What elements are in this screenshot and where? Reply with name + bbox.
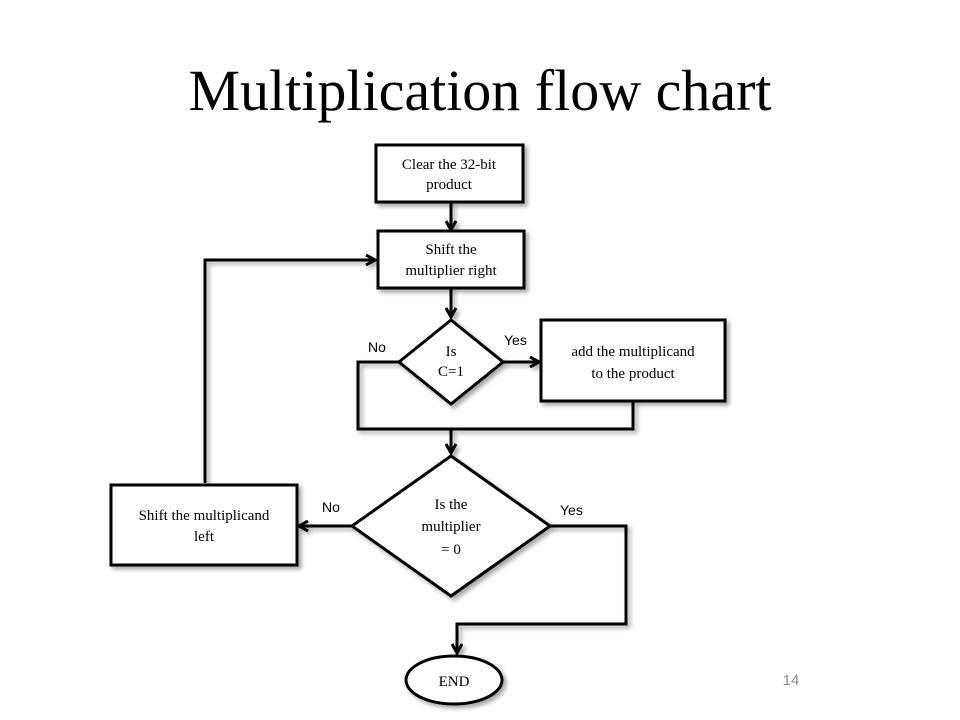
decision-zero-line-2: multiplier	[421, 519, 480, 535]
shift-multiplier-box	[376, 229, 526, 290]
arrow-loop-back	[203, 260, 374, 483]
shift-multiplicand-line-1: Shift the multiplicand	[139, 508, 270, 524]
label-no-zero: No	[322, 499, 340, 515]
decision-zero-diamond	[349, 454, 553, 598]
line-no-branch	[356, 360, 451, 431]
add-box-line-2: to the product	[591, 366, 675, 382]
clear-box-line-1: Clear the 32-bit	[402, 157, 497, 173]
label-yes-c: Yes	[504, 332, 527, 348]
shift-multiplicand-line-2: left	[194, 529, 215, 545]
decision-zero-line-1: Is the	[435, 497, 468, 513]
arrow-yes-to-end	[457, 524, 628, 652]
decision-c-line-2: C=1	[438, 364, 464, 380]
add-box-line-1: add the multiplicand	[571, 344, 695, 360]
decision-zero-line-3: = 0	[441, 542, 461, 558]
end-terminal	[404, 654, 504, 706]
shift-multiplicand-box	[109, 483, 299, 567]
end-label: END	[439, 674, 470, 690]
shift-multiplier-line-1: Shift the	[425, 242, 477, 258]
decision-c-diamond	[396, 318, 506, 406]
clear-product-box	[374, 143, 525, 204]
shift-multiplier-line-2: multiplier right	[405, 263, 497, 279]
slide-title: Multiplication flow chart	[188, 58, 772, 123]
clear-box-line-2: product	[426, 177, 473, 193]
page-number: 14	[782, 672, 800, 689]
label-no-c: No	[368, 339, 386, 355]
label-yes-zero: Yes	[560, 502, 583, 518]
decision-c-line-1: Is	[446, 344, 457, 360]
line-add-to-merge	[451, 402, 635, 431]
add-multiplicand-box	[539, 318, 727, 403]
